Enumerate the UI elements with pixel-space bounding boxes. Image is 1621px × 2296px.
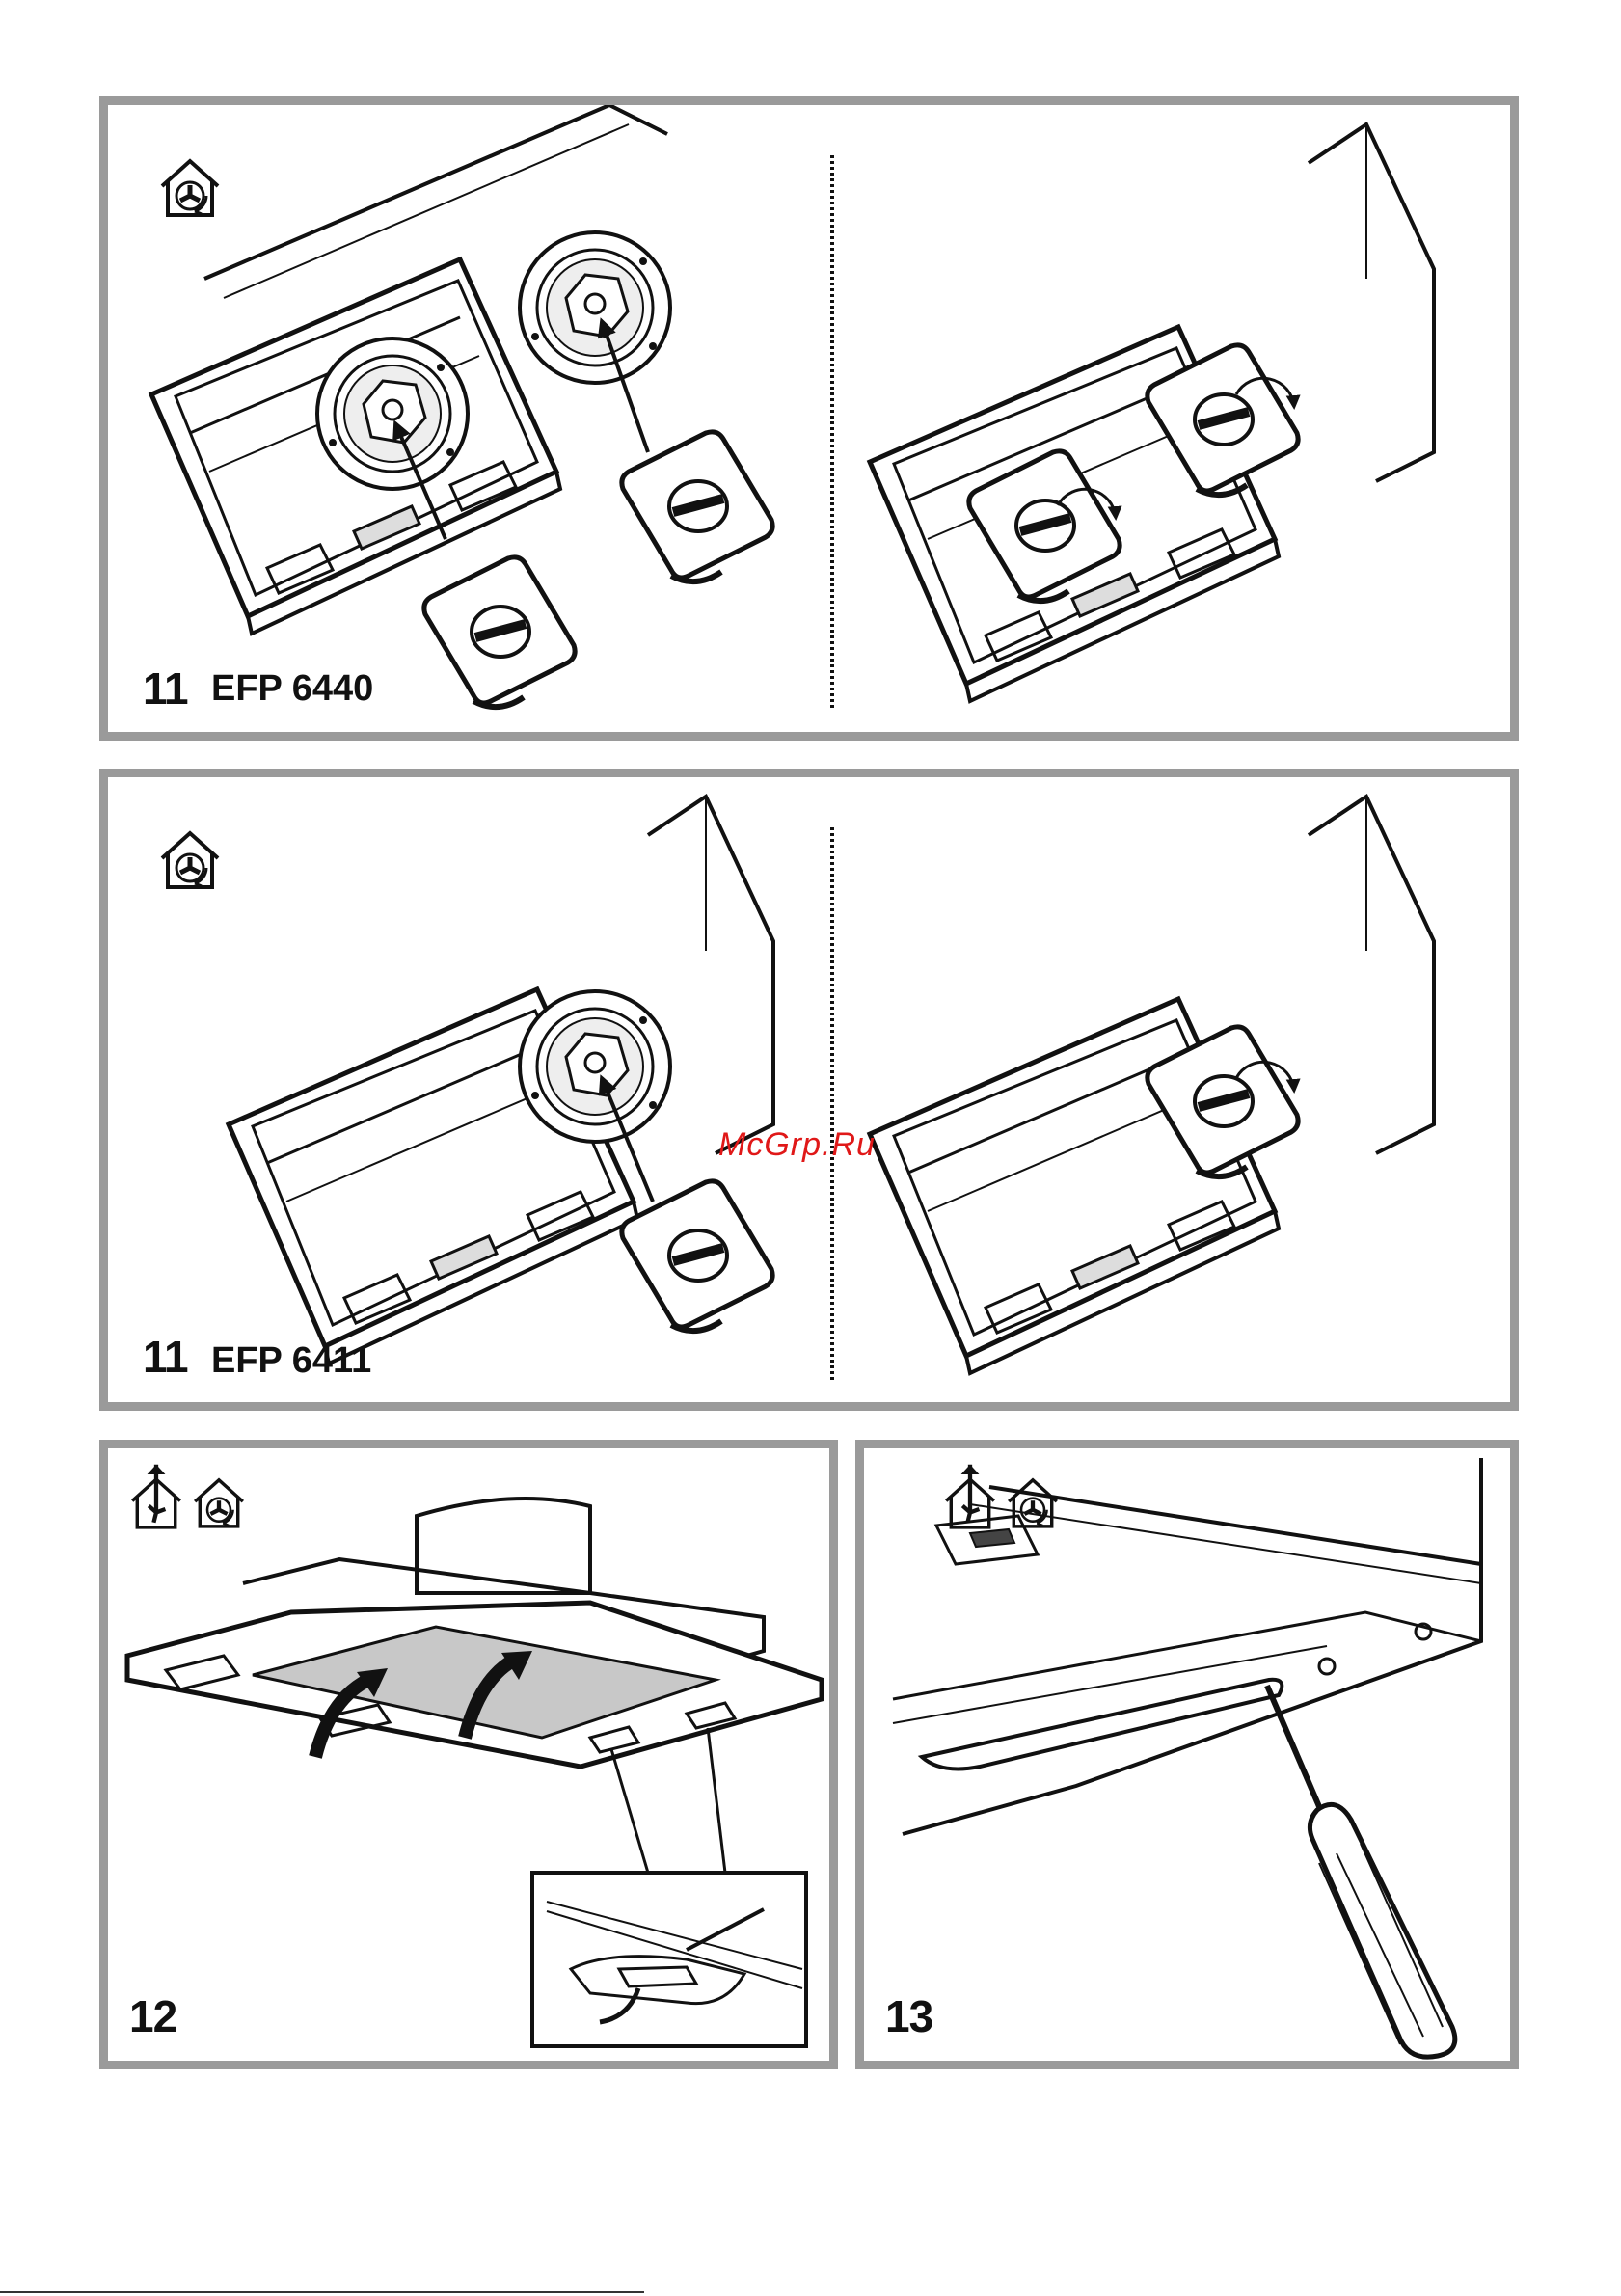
panel-4-illustration	[864, 1448, 1510, 2061]
panel-figure-12: 12	[99, 1440, 838, 2069]
footer-rule	[0, 2291, 644, 2293]
panel-2-illustration	[108, 777, 1510, 1402]
extraction-mode-icon	[127, 1464, 185, 1531]
panel-figure-11-efp6440: 11 EFP 6440	[99, 96, 1519, 741]
filter-cartridge-1	[424, 557, 575, 707]
panel-3-illustration	[108, 1448, 829, 2061]
panel-1-illustration	[108, 105, 1510, 732]
filter-panel	[922, 1680, 1282, 1769]
chimney-left	[648, 797, 773, 1153]
filter-cartridge-2	[622, 432, 772, 581]
panel-figure-11-efp6411: 11 EFP 6411	[99, 769, 1519, 1411]
recirculation-mode-icon	[156, 153, 224, 221]
figure-number: 11	[143, 666, 188, 711]
panel-figure-13: 13	[855, 1440, 1519, 2069]
figure-number: 12	[129, 1994, 176, 2039]
model-label: EFP 6411	[211, 1342, 371, 1379]
screwdriver-handle	[1310, 1804, 1454, 2057]
chimney-right	[1309, 797, 1434, 1153]
filter-cartridge	[622, 1181, 772, 1331]
model-label: EFP 6440	[211, 670, 373, 707]
figure-number: 13	[885, 1994, 932, 2039]
fan-motor	[520, 991, 670, 1142]
figure-number: 11	[143, 1335, 188, 1379]
chimney-right	[1309, 124, 1434, 481]
fan-motor-right	[520, 232, 670, 383]
extraction-mode-icon	[941, 1464, 999, 1531]
recirculation-mode-icon	[1004, 1473, 1062, 1531]
hood-motor-housing	[417, 1499, 590, 1593]
fan-motor-left	[317, 338, 468, 489]
watermark: McGrp.Ru	[718, 1126, 876, 1164]
recirculation-mode-icon	[190, 1473, 248, 1531]
recirculation-mode-icon	[156, 825, 224, 893]
